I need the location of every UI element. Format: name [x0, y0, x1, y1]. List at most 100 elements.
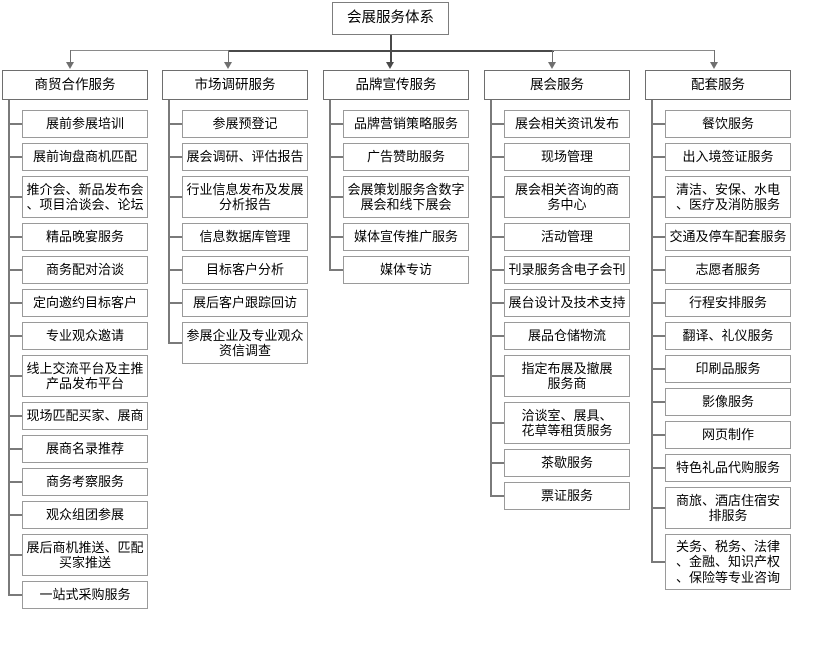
leaf-node[interactable]: 现场管理: [504, 143, 630, 171]
branch-node-5[interactable]: 配套服务: [645, 70, 791, 100]
branch-spine-1: [8, 100, 10, 596]
leaf-node[interactable]: 清洁、安保、水电 、医疗及消防服务: [665, 176, 791, 218]
leaf-node[interactable]: 特色礼品代购服务: [665, 454, 791, 482]
leaf-node-label: 茶歇服务: [540, 455, 593, 471]
leaf-connector: [490, 236, 504, 238]
leaf-connector: [329, 236, 343, 238]
branch-spine-4: [490, 100, 492, 497]
leaf-node[interactable]: 展商名录推荐: [22, 435, 148, 463]
leaf-node[interactable]: 行业信息发布及发展 分析报告: [182, 176, 308, 218]
leaf-node[interactable]: 指定布展及撤展 服务商: [504, 355, 630, 397]
leaf-node[interactable]: 品牌营销策略服务: [343, 110, 469, 138]
leaf-node-label: 展品仓储物流: [527, 328, 606, 344]
leaf-node[interactable]: 媒体专访: [343, 256, 469, 284]
leaf-node-label: 目标客户分析: [205, 262, 284, 278]
leaf-node[interactable]: 展后客户跟踪回访: [182, 289, 308, 317]
leaf-node[interactable]: 定向邀约目标客户: [22, 289, 148, 317]
leaf-connector: [8, 236, 22, 238]
leaf-node[interactable]: 行程安排服务: [665, 289, 791, 317]
leaf-node[interactable]: 网页制作: [665, 421, 791, 449]
leaf-connector: [8, 156, 22, 158]
leaf-node[interactable]: 参展企业及专业观众 资信调查: [182, 322, 308, 364]
leaf-node-label: 志愿者服务: [695, 262, 761, 278]
leaf-node[interactable]: 翻译、礼仪服务: [665, 322, 791, 350]
leaf-node[interactable]: 商务配对洽谈: [22, 256, 148, 284]
leaf-node[interactable]: 展前参展培训: [22, 110, 148, 138]
leaf-node[interactable]: 展会相关咨询的商 务中心: [504, 176, 630, 218]
leaf-node[interactable]: 媒体宣传推广服务: [343, 223, 469, 251]
leaf-node[interactable]: 信息数据库管理: [182, 223, 308, 251]
leaf-node-label: 翻译、礼仪服务: [682, 328, 774, 344]
leaf-node[interactable]: 参展预登记: [182, 110, 308, 138]
leaf-connector: [490, 123, 504, 125]
leaf-node[interactable]: 展前询盘商机匹配: [22, 143, 148, 171]
branch-node-3[interactable]: 品牌宣传服务: [323, 70, 469, 100]
leaf-node-label: 媒体宣传推广服务: [353, 229, 458, 245]
leaf-connector: [329, 123, 343, 125]
leaf-node[interactable]: 目标客户分析: [182, 256, 308, 284]
branch-drop-5: [714, 50, 715, 63]
leaf-node[interactable]: 印刷品服务: [665, 355, 791, 383]
leaf-node[interactable]: 广告赞助服务: [343, 143, 469, 171]
leaf-node-label: 现场匹配买家、展商: [26, 408, 144, 424]
branch-arrow-1: [66, 62, 74, 69]
leaf-node[interactable]: 会展策划服务含数字 展会和线下展会: [343, 176, 469, 218]
leaf-node[interactable]: 展会调研、评估报告: [182, 143, 308, 171]
branch-node-2[interactable]: 市场调研服务: [162, 70, 308, 100]
branch-drop-4: [552, 50, 553, 63]
leaf-node-label: 媒体专访: [379, 262, 432, 278]
leaf-node-label: 行程安排服务: [688, 295, 767, 311]
leaf-node[interactable]: 线上交流平台及主推 产品发布平台: [22, 355, 148, 397]
leaf-connector: [651, 434, 665, 436]
leaf-node[interactable]: 出入境签证服务: [665, 143, 791, 171]
leaf-node[interactable]: 茶歇服务: [504, 449, 630, 477]
branch-node-1[interactable]: 商贸合作服务: [2, 70, 148, 100]
leaf-node[interactable]: 商旅、酒店住宿安 排服务: [665, 487, 791, 529]
leaf-connector: [329, 269, 343, 271]
leaf-node-label: 展后商机推送、匹配 买家推送: [26, 539, 144, 570]
leaf-node-label: 特色礼品代购服务: [675, 460, 780, 476]
leaf-node-label: 影像服务: [701, 394, 754, 410]
leaf-node-label: 交通及停车配套服务: [669, 229, 787, 245]
leaf-node[interactable]: 推介会、新品发布会 、项目洽谈会、论坛: [22, 176, 148, 218]
leaf-node[interactable]: 交通及停车配套服务: [665, 223, 791, 251]
leaf-node[interactable]: 活动管理: [504, 223, 630, 251]
leaf-node[interactable]: 专业观众邀请: [22, 322, 148, 350]
leaf-node[interactable]: 刊录服务含电子会刊: [504, 256, 630, 284]
leaf-node[interactable]: 商务考察服务: [22, 468, 148, 496]
leaf-node[interactable]: 观众组团参展: [22, 501, 148, 529]
leaf-node-label: 展前询盘商机匹配: [32, 149, 137, 165]
leaf-node[interactable]: 展会相关资讯发布: [504, 110, 630, 138]
leaf-connector: [490, 495, 504, 497]
leaf-node-label: 参展企业及专业观众 资信调查: [186, 327, 304, 358]
leaf-node[interactable]: 精品晚宴服务: [22, 223, 148, 251]
branch-spine-3: [329, 100, 331, 271]
leaf-node-label: 关务、税务、法律 、金融、知识产权 、保险等专业咨询: [675, 539, 780, 585]
branch-drop-1: [70, 50, 71, 63]
leaf-node[interactable]: 展台设计及技术支持: [504, 289, 630, 317]
leaf-node[interactable]: 展品仓储物流: [504, 322, 630, 350]
leaf-node[interactable]: 展后商机推送、匹配 买家推送: [22, 534, 148, 576]
leaf-node[interactable]: 志愿者服务: [665, 256, 791, 284]
leaf-connector: [168, 196, 182, 198]
leaf-node[interactable]: 一站式采购服务: [22, 581, 148, 609]
leaf-node[interactable]: 影像服务: [665, 388, 791, 416]
branch-node-4[interactable]: 展会服务: [484, 70, 630, 100]
branch-drop-3: [390, 50, 392, 63]
branch-node-label: 商贸合作服务: [34, 77, 116, 93]
leaf-connector: [168, 342, 182, 344]
leaf-node-label: 展会调研、评估报告: [186, 149, 304, 165]
root-node[interactable]: 会展服务体系: [332, 2, 449, 35]
leaf-node[interactable]: 餐饮服务: [665, 110, 791, 138]
leaf-connector: [8, 594, 22, 596]
branch-node-label: 配套服务: [691, 77, 745, 93]
leaf-node-label: 展商名录推荐: [45, 441, 124, 457]
leaf-node[interactable]: 关务、税务、法律 、金融、知识产权 、保险等专业咨询: [665, 534, 791, 590]
branch-node-label: 市场调研服务: [194, 77, 276, 93]
leaf-connector: [490, 269, 504, 271]
leaf-node[interactable]: 票证服务: [504, 482, 630, 510]
leaf-connector: [168, 123, 182, 125]
leaf-node[interactable]: 现场匹配买家、展商: [22, 402, 148, 430]
leaf-node[interactable]: 洽谈室、展具、 花草等租赁服务: [504, 402, 630, 444]
root-stem: [390, 35, 392, 51]
